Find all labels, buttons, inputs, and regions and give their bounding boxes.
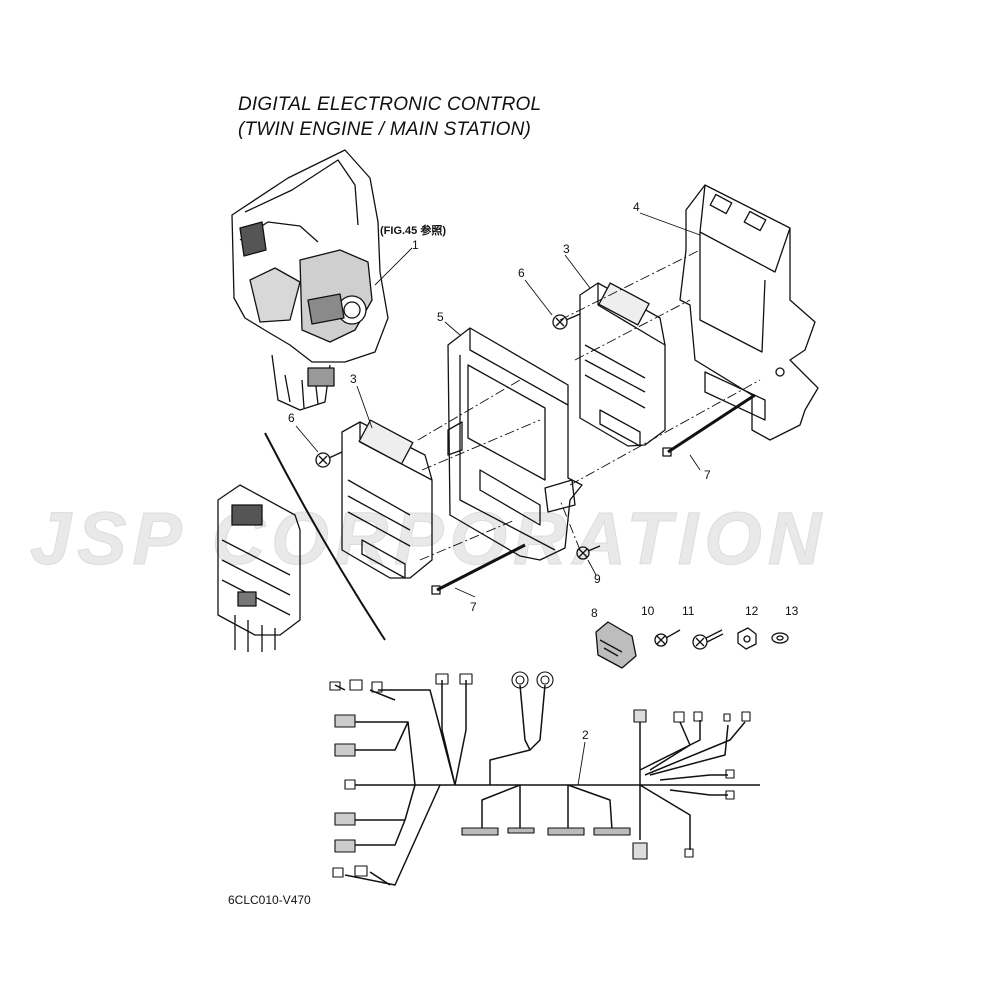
diagram-title-line2: (TWIN ENGINE / MAIN STATION) xyxy=(238,119,532,140)
callout-4: 4 xyxy=(633,200,640,214)
callout-13: 13 xyxy=(785,604,799,618)
nut-12 xyxy=(737,627,757,650)
mounting-frame xyxy=(447,327,583,561)
drawing-code: 6CLC010-V470 xyxy=(228,893,311,907)
ecu-lower xyxy=(341,419,433,579)
callout-10: 10 xyxy=(641,604,655,618)
cable-tie-upper xyxy=(662,393,756,457)
wire-harness xyxy=(334,680,760,886)
callout-6-lower: 6 xyxy=(288,411,295,425)
screw-10 xyxy=(654,629,681,647)
reference-note: (FIG.45 参照) xyxy=(380,225,447,237)
bracket-right xyxy=(679,184,819,441)
callout-1: 1 xyxy=(412,238,419,252)
callout-5: 5 xyxy=(437,310,444,324)
screw-6-upper xyxy=(552,313,581,330)
callout-8: 8 xyxy=(591,606,598,620)
connector-8 xyxy=(595,621,637,669)
screw-6-lower xyxy=(315,451,343,468)
callout-7-upper: 7 xyxy=(704,468,711,482)
screw-9 xyxy=(576,545,601,560)
bolt-11 xyxy=(692,629,724,650)
diagram-title-line1: DIGITAL ELECTRONIC CONTROL xyxy=(238,94,542,115)
callout-11: 11 xyxy=(682,604,695,618)
callout-7-lower: 7 xyxy=(470,600,477,614)
callout-2: 2 xyxy=(582,728,589,742)
cable-tie-lower xyxy=(431,543,526,595)
callout-12: 12 xyxy=(745,604,759,618)
washer-13 xyxy=(771,632,789,644)
callout-9: 9 xyxy=(594,572,601,586)
callout-3-upper: 3 xyxy=(563,242,570,256)
ecu-upper xyxy=(579,282,666,447)
inset-module xyxy=(217,484,301,652)
callout-6-upper: 6 xyxy=(518,266,525,280)
watermark: JSP CORPORATION xyxy=(29,497,828,581)
remote-control-lever xyxy=(231,149,389,411)
callout-3-lower: 3 xyxy=(350,372,357,386)
